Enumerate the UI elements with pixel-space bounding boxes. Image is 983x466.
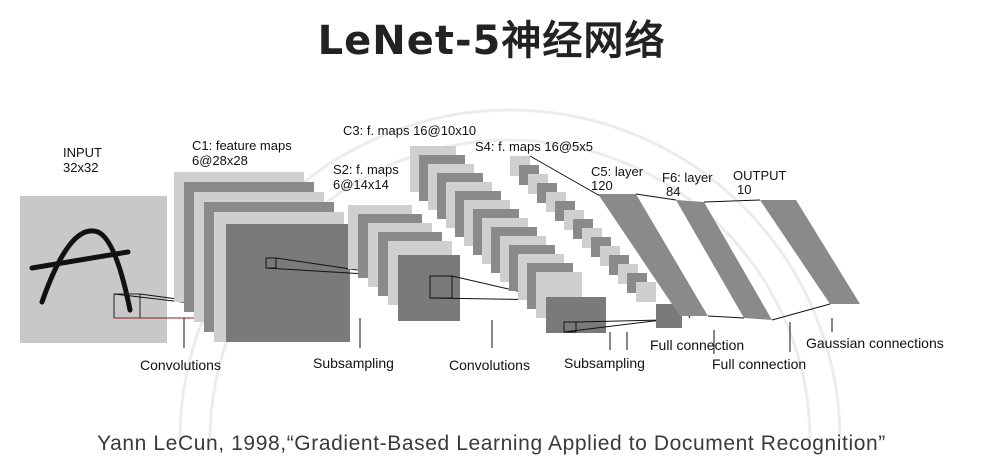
input-letter-glyph — [29, 228, 133, 313]
s2-label-line1: S2: f. maps — [333, 162, 399, 177]
c5-to-f6-gap — [636, 194, 744, 318]
output-label-line1: OUTPUT — [733, 168, 787, 183]
s4-label: S4: f. maps 16@5x5 — [475, 139, 593, 154]
input-image — [20, 196, 167, 343]
c5-label-line1: C5: layer — [591, 164, 644, 179]
operation-tick-marks — [183, 318, 833, 354]
input-label-line2: 32x32 — [63, 160, 98, 175]
c1-label-line1: C1: feature maps — [192, 138, 292, 153]
s2-label-line2: 6@14x14 — [333, 177, 389, 192]
output-layer — [760, 200, 860, 304]
output-label-line2: 10 — [737, 182, 751, 197]
c5-layer — [598, 194, 708, 316]
c1-feature-map-stack — [174, 172, 350, 342]
op-label-full-connection-2: Full connection — [712, 356, 806, 372]
op-label-subsampling-1: Subsampling — [313, 355, 394, 371]
input-label-line1: INPUT — [63, 145, 102, 160]
op-label-gaussian-connections: Gaussian connections — [806, 335, 944, 351]
f6-layer — [676, 200, 772, 320]
c5-label-line2: 120 — [591, 178, 613, 193]
op-label-convolutions-2: Convolutions — [449, 357, 530, 373]
c1-label-line2: 6@28x28 — [192, 153, 248, 168]
f6-label-line1: F6: layer — [662, 170, 713, 185]
page-title: LeNet-5神经网络 — [317, 18, 666, 64]
op-label-full-connection-1: Full connection — [650, 337, 744, 353]
citation: Yann LeCun, 1998,“Gradient-Based Learnin… — [97, 432, 886, 455]
c3-receptive-field — [563, 321, 577, 333]
c3-label: C3: f. maps 16@10x10 — [343, 123, 476, 138]
op-label-convolutions-1: Convolutions — [140, 357, 221, 373]
f6-label-line2: 84 — [666, 184, 680, 199]
s4-feature-map-stack — [510, 156, 682, 328]
s2-feature-map-stack — [348, 205, 460, 321]
op-label-subsampling-2: Subsampling — [564, 355, 645, 371]
